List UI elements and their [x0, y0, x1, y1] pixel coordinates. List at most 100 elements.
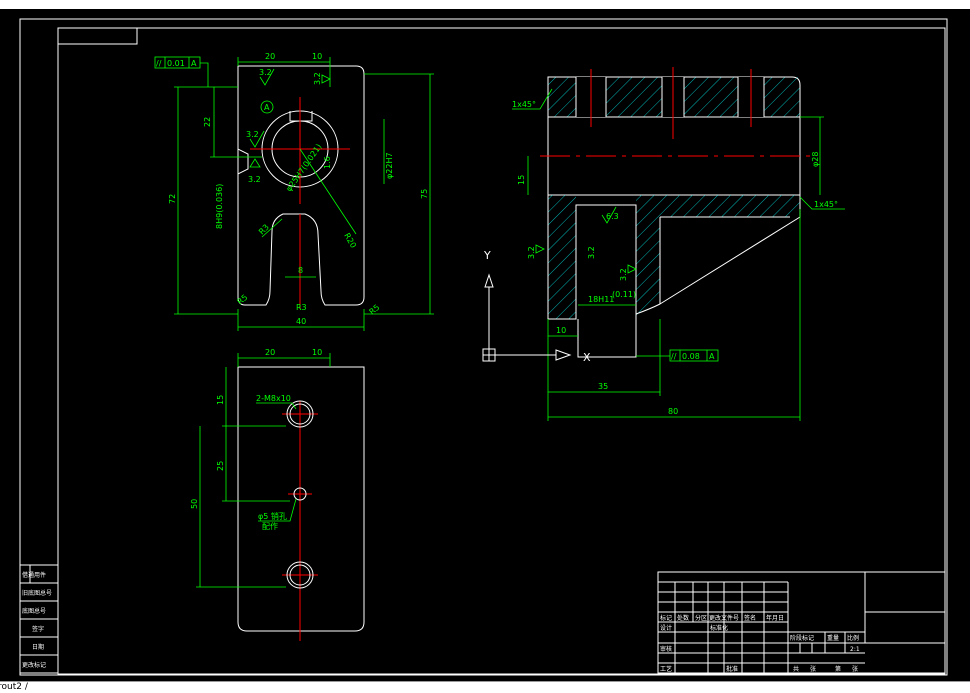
tb-header-5: 年月日	[766, 614, 784, 622]
dim-bottom-40: 40	[296, 317, 306, 326]
tolerance-symbol: //	[156, 59, 162, 68]
tb-sheet-unit2: 张	[852, 665, 858, 673]
dim-offset-10: 10	[556, 326, 566, 335]
tb-sheet-no: 第	[835, 665, 841, 673]
tb-sheet-unit: 张	[810, 665, 816, 673]
title-block: 标记 处数 分区 更改文件号 签名 年月日 设计 标准化 审核 工艺 批准 阶段…	[657, 571, 946, 674]
dim-height-72: 72	[168, 194, 177, 204]
thread-hole-inner	[289, 564, 311, 586]
radius-r5-right: R5	[368, 303, 382, 317]
section-tolerance-symbol: //	[671, 352, 677, 361]
slot-fit: 18H11	[588, 295, 614, 304]
tb-weight-label: 重量	[827, 634, 839, 642]
leader-r20	[299, 148, 357, 235]
tb-design: 设计	[660, 624, 672, 632]
leader-r3	[261, 218, 283, 238]
front-view-outline	[237, 65, 365, 306]
section-roughness-3: 3.2	[587, 246, 596, 259]
section-tolerance-value: 0.08	[682, 352, 700, 361]
dim-upper-22: 22	[203, 117, 212, 127]
dim-bore-28: φ28	[811, 152, 820, 167]
roughness-side-a: 3.2	[246, 130, 259, 139]
tb-approve: 批准	[726, 665, 738, 673]
section-roughness-4: 3.2	[619, 268, 628, 281]
pin-callout: φ5 销孔	[258, 511, 287, 521]
section-roughness-2: 3.2	[527, 246, 536, 259]
window-top-bar	[0, 0, 970, 9]
lower-web-hatch	[636, 195, 800, 319]
roughness-symbol	[249, 158, 261, 168]
chamfer-bottom-leader	[799, 196, 845, 210]
roughness-symbol	[249, 130, 265, 148]
dim-width-35: 35	[598, 382, 608, 391]
side-row-5: 日期	[32, 643, 44, 651]
thread-callout: 2-M8x10	[256, 394, 291, 403]
tb-standard: 标准化	[710, 624, 728, 632]
tb-header-3: 更改文件号	[709, 614, 739, 622]
roughness-top-right: 3.2	[313, 72, 322, 85]
cad-drawing[interactable]: 20 10 72 75 22 40 8 R3 R20 R3 R5 R5 φ22H…	[0, 9, 970, 681]
ucs-x-arrow	[555, 349, 572, 361]
section-view: 1x45° 1x45° φ28 15 18H11 (0.11) 10 35 80…	[512, 67, 845, 421]
ucs-y-label: Y	[483, 249, 491, 262]
ucs-icon: Y X	[482, 249, 591, 364]
tb-header-4: 签名	[744, 614, 756, 622]
corner-title-box	[57, 27, 138, 45]
datum-a-label: A	[264, 103, 270, 112]
dim-top-20: 20	[265, 52, 275, 61]
chamfer-top-leader	[512, 88, 553, 110]
tb-stage-label: 阶段标记	[790, 634, 814, 642]
drawing-canvas[interactable]: 20 10 72 75 22 40 8 R3 R20 R3 R5 R5 φ22H…	[0, 9, 970, 681]
dim-height-75: 75	[420, 189, 429, 199]
radius-r20: R20	[342, 232, 358, 250]
tb-process: 工艺	[660, 665, 672, 673]
bottom-dim-50: 50	[190, 499, 199, 509]
lower-body-outline	[547, 195, 637, 358]
keyway	[289, 111, 313, 122]
tb-review: 审核	[660, 645, 672, 653]
roughness-symbol	[601, 206, 617, 224]
pin-hole	[293, 487, 307, 501]
chamfer-top: 1x45°	[512, 100, 536, 109]
tb-header-2: 分区	[695, 614, 707, 622]
tolerance-datum: A	[191, 59, 197, 68]
side-table: 借通用件 旧底图总号 底图总号 签字 日期 更改标记	[19, 564, 59, 674]
roughness-symbol	[627, 264, 637, 274]
chamfer-small: 1.6	[323, 156, 332, 169]
tolerance-frame	[154, 56, 201, 69]
bore-callout-extra: φ25H7(0.021)	[284, 142, 323, 193]
roughness-top-left: 3.2	[259, 68, 272, 77]
tb-header-1: 处数	[677, 614, 689, 622]
top-band-outline	[547, 76, 801, 118]
radius-r3-left: R3	[257, 223, 271, 237]
side-row-2: 旧底图总号	[22, 589, 52, 597]
roughness-side-b: 3.2	[248, 175, 261, 184]
section-tolerance-datum: A	[709, 352, 715, 361]
front-view-notch	[237, 148, 249, 175]
thread-hole	[286, 561, 314, 589]
layout-tab-bar: rout2 /	[0, 681, 970, 693]
bottom-view-outline	[237, 366, 365, 632]
layout-tab[interactable]: rout2 /	[0, 682, 28, 692]
tolerance-leader	[200, 62, 209, 87]
bottom-dim-10: 10	[312, 348, 322, 357]
radius-r3-bottom: R3	[296, 303, 307, 312]
dim-height-15: 15	[517, 175, 526, 185]
thread-hole-inner	[289, 403, 311, 425]
dim-slot-8: 8	[298, 266, 303, 275]
dim-top-10: 10	[312, 52, 322, 61]
lower-left-hatch	[548, 195, 576, 319]
tb-scale-label: 比例	[847, 634, 859, 642]
dim-width-80: 80	[668, 407, 678, 416]
front-view: 20 10 72 75 22 40 8 R3 R20 R3 R5 R5 φ22H…	[154, 52, 434, 331]
roughness-symbol	[259, 68, 275, 86]
inner-sheet-border	[57, 27, 946, 675]
side-row-1: 借通用件	[22, 571, 46, 579]
outer-sheet-border	[19, 18, 948, 676]
thread-leader	[256, 402, 297, 410]
section-tolerance-frame	[669, 349, 719, 362]
bottom-dim-15: 15	[216, 395, 225, 405]
ucs-x-label: X	[583, 351, 591, 364]
roughness-symbol	[535, 244, 545, 254]
chamfer-bottom: 1x45°	[814, 200, 838, 209]
